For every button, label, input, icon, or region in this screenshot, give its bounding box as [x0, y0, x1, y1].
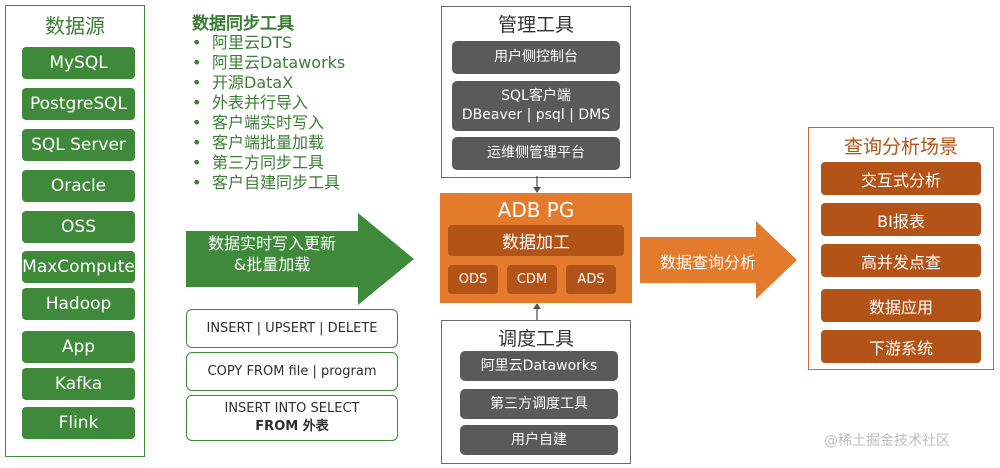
- sync-tools-title: 数据同步工具: [192, 14, 294, 34]
- sync-tool-item: 客户端实时写入: [192, 113, 345, 133]
- query-arrow: [640, 221, 797, 299]
- query-arrow-label: 数据查询分析: [659, 253, 756, 272]
- source-postgresql: PostgreSQL: [22, 88, 135, 120]
- source-maxcompute: MaxCompute: [22, 251, 135, 283]
- watermark: @稀土掘金技术社区: [824, 433, 950, 449]
- scenario-interactive: 交互式分析: [821, 162, 981, 195]
- command-line: FROM 外表: [255, 419, 329, 434]
- command-line: INSERT INTO SELECT: [224, 401, 360, 417]
- management-item-label: 运维侧管理平台: [487, 145, 585, 162]
- management-title: 管理工具: [497, 14, 574, 36]
- sync-tools-list: 阿里云DTS 阿里云Dataworks 开源DataX 外表并行导入 客户端实时…: [192, 33, 345, 193]
- write-arrow: [186, 213, 414, 305]
- management-ops-platform: 运维侧管理平台: [452, 137, 620, 170]
- layer-ads: ADS: [566, 265, 616, 294]
- scheduling-panel: 调度工具 阿里云Dataworks 第三方调度工具 用户自建: [441, 320, 631, 464]
- write-arrow-line1: 数据实时写入更新: [207, 234, 336, 253]
- adb-pg-title: ADB PG: [497, 198, 575, 222]
- layer-cdm: CDM: [507, 265, 557, 294]
- command-box-insert: INSERT | UPSERT | DELETE: [186, 309, 398, 348]
- sync-tool-item: 客户自建同步工具: [192, 173, 345, 193]
- management-console: 用户侧控制台: [452, 41, 620, 74]
- adb-pg-panel: ADB PG 数据加工 ODS CDM ADS: [440, 193, 632, 303]
- sync-tool-item: 阿里云DTS: [192, 33, 345, 53]
- scheduling-title: 调度工具: [497, 328, 574, 350]
- connector-sched-adb: [533, 303, 541, 322]
- scenario-data-app: 数据应用: [821, 289, 981, 322]
- connector-mgmt-adb: [533, 176, 541, 193]
- scenarios-panel: 查询分析场景 交互式分析 BI报表 高并发点查 数据应用 下游系统: [808, 127, 994, 370]
- sync-tool-item: 阿里云Dataworks: [192, 53, 345, 73]
- management-item-label: 用户侧控制台: [494, 49, 578, 66]
- scenario-bi-report: BI报表: [821, 203, 981, 236]
- write-arrow-label: 数据实时写入更新 &批量加载: [186, 233, 358, 275]
- data-processing-bar: 数据加工: [448, 225, 624, 256]
- scenario-downstream: 下游系统: [821, 330, 981, 363]
- management-item-label: SQL客户端: [501, 88, 571, 105]
- source-oss: OSS: [22, 211, 135, 243]
- scheduling-third-party: 第三方调度工具: [460, 389, 618, 419]
- source-hadoop: Hadoop: [22, 288, 135, 320]
- data-sources-panel: 数据源 MySQL PostgreSQL SQL Server Oracle O…: [5, 5, 145, 457]
- source-oracle: Oracle: [22, 170, 135, 202]
- command-box-insert-select: INSERT INTO SELECT FROM 外表: [186, 395, 398, 441]
- source-sqlserver: SQL Server: [22, 129, 135, 161]
- command-box-copy: COPY FROM file | program: [186, 352, 398, 391]
- command-line: COPY FROM file | program: [207, 363, 377, 379]
- management-sql-client: SQL客户端 DBeaver | psql | DMS: [452, 81, 620, 131]
- command-line: INSERT | UPSERT | DELETE: [206, 320, 378, 336]
- sync-tool-item: 外表并行导入: [192, 93, 345, 113]
- sync-tool-item: 客户端批量加载: [192, 133, 345, 153]
- scenario-point-query: 高并发点查: [821, 244, 981, 277]
- scheduling-dataworks: 阿里云Dataworks: [460, 351, 618, 381]
- scheduling-self-built: 用户自建: [460, 425, 618, 455]
- source-kafka: Kafka: [22, 368, 135, 400]
- management-panel: 管理工具 用户侧控制台 SQL客户端 DBeaver | psql | DMS …: [441, 6, 631, 178]
- source-flink: Flink: [22, 407, 135, 439]
- write-arrow-line2: &批量加载: [233, 255, 311, 274]
- source-mysql: MySQL: [22, 47, 135, 79]
- management-item-sub: DBeaver | psql | DMS: [461, 107, 611, 123]
- data-sources-title: 数据源: [45, 14, 105, 38]
- scenarios-title: 查询分析场景: [843, 136, 958, 158]
- sync-tool-item: 第三方同步工具: [192, 153, 345, 173]
- sync-tool-item: 开源DataX: [192, 73, 345, 93]
- layer-ods: ODS: [448, 265, 498, 294]
- source-app: App: [22, 331, 135, 363]
